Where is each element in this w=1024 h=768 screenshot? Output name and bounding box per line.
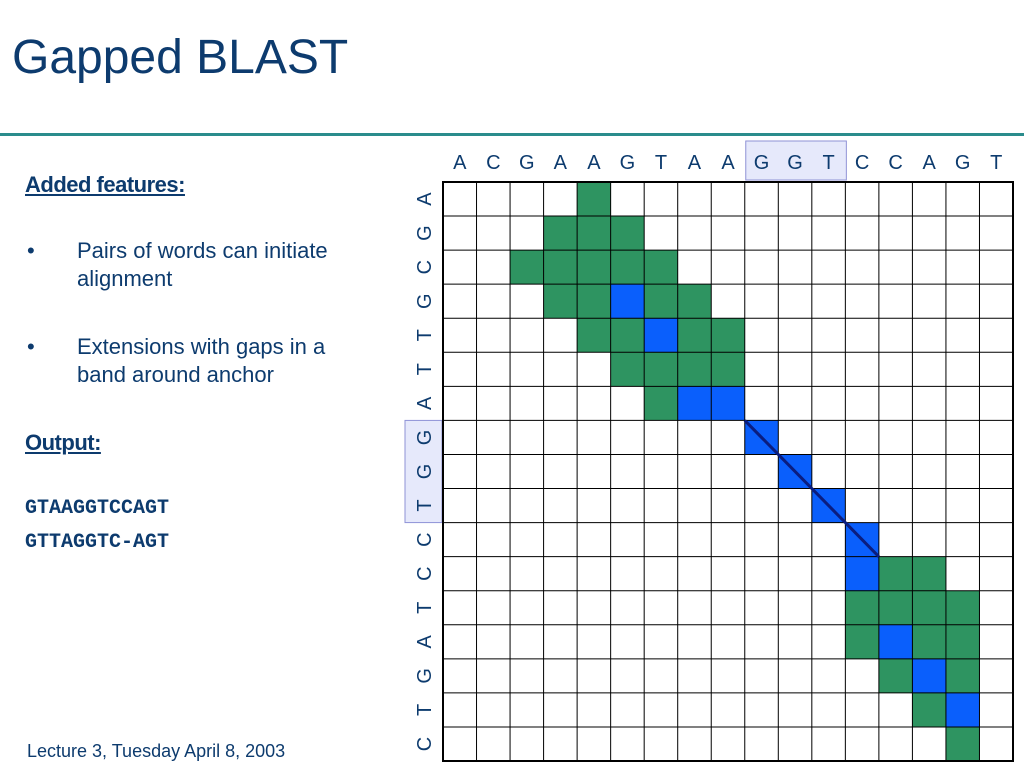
extension-cell <box>711 318 745 353</box>
extension-cell <box>543 216 578 251</box>
slide-title: Gapped BLAST <box>12 31 349 84</box>
extension-cell <box>912 692 946 727</box>
left-sequence-letter: C <box>414 566 436 580</box>
extension-cell <box>644 284 678 319</box>
top-sequence-letter: A <box>923 152 937 174</box>
extension-cell <box>644 386 678 421</box>
left-sequence-letter: C <box>414 260 436 274</box>
left-word-highlight <box>404 419 443 524</box>
extension-cell <box>912 590 946 625</box>
top-sequence-letter: A <box>688 152 702 174</box>
left-sequence-letter: C <box>414 532 436 546</box>
top-sequence-letter: G <box>620 152 636 174</box>
extension-cell <box>945 624 980 659</box>
alignment-line-query: GTAAGGTCCAGT <box>25 497 170 520</box>
extension-cell <box>677 318 712 353</box>
features-heading: Added features: <box>25 172 185 197</box>
extension-cell <box>845 624 879 659</box>
bullet-marker: • <box>27 334 35 359</box>
extension-cell <box>610 318 645 353</box>
bullet-item: Pairs of words can initiate alignment <box>77 238 328 291</box>
extension-cell <box>878 556 913 591</box>
match-cell <box>845 556 879 591</box>
output-heading: Output: <box>25 430 101 455</box>
match-cell <box>878 624 913 659</box>
extension-cell <box>912 624 946 659</box>
extension-cell <box>945 590 980 625</box>
extension-cell <box>543 284 578 319</box>
top-sequence-letter: G <box>955 152 971 174</box>
left-sequence-letter: C <box>414 737 436 751</box>
left-sequence-letter: T <box>414 704 436 716</box>
match-cell <box>644 318 678 353</box>
left-sequence-letter: T <box>414 329 436 341</box>
top-word-highlight <box>745 140 847 181</box>
left-sequence-letter: T <box>414 363 436 375</box>
extension-cell <box>878 590 913 625</box>
match-cell <box>711 386 745 421</box>
left-sequence-letter: G <box>414 464 436 480</box>
anchor-diagonal <box>743 419 880 558</box>
top-sequence-letter: T <box>655 152 667 174</box>
top-sequence-letter: C <box>486 152 500 174</box>
extension-cell <box>543 250 578 285</box>
left-sequence-letter: A <box>414 396 436 410</box>
top-sequence-letter: C <box>888 152 902 174</box>
extension-cell <box>945 726 980 761</box>
extension-cell <box>577 284 611 319</box>
left-sequence-letter: A <box>414 192 436 206</box>
top-sequence-letter: A <box>587 152 601 174</box>
extension-cell <box>577 182 611 217</box>
extension-cell <box>845 590 879 625</box>
top-sequence-letter: T <box>990 152 1002 174</box>
left-sequence-letter: G <box>414 668 436 684</box>
match-cell <box>610 284 645 319</box>
left-sequence-letter: T <box>414 602 436 614</box>
top-sequence-letter: G <box>754 152 770 174</box>
match-cell <box>945 692 980 727</box>
extension-cell <box>577 216 611 251</box>
extension-cell <box>577 250 611 285</box>
top-sequence-letter: A <box>453 152 467 174</box>
grid-border <box>442 181 1014 762</box>
extension-cell <box>912 556 946 591</box>
extension-cell <box>610 250 645 285</box>
extension-cell <box>644 250 678 285</box>
bullet-marker: • <box>27 238 35 263</box>
top-sequence-letter: T <box>822 152 834 174</box>
top-sequence-letter: C <box>855 152 869 174</box>
top-sequence-letter: A <box>554 152 568 174</box>
extension-cell <box>610 352 645 387</box>
title-divider <box>0 133 1024 136</box>
extension-cell <box>677 352 712 387</box>
left-sequence-letter: G <box>414 225 436 241</box>
top-sequence-letter: G <box>519 152 535 174</box>
extension-cell <box>610 216 645 251</box>
extension-cell <box>945 658 980 693</box>
left-sequence-letter: G <box>414 430 436 446</box>
slide-footer: Lecture 3, Tuesday April 8, 2003 <box>27 741 286 761</box>
left-sequence-letter: T <box>414 499 436 511</box>
extension-cell <box>711 352 745 387</box>
extension-cell <box>577 318 611 353</box>
bullet-item: Extensions with gaps in a band around an… <box>77 334 326 387</box>
extension-cell <box>878 658 913 693</box>
match-cell <box>677 386 712 421</box>
extension-cell <box>644 352 678 387</box>
left-sequence-letter: G <box>414 293 436 309</box>
top-sequence-letter: G <box>787 152 803 174</box>
top-sequence-letter: A <box>721 152 735 174</box>
extension-cell <box>510 250 544 285</box>
match-cell <box>912 658 946 693</box>
left-sequence-letter: A <box>414 634 436 648</box>
alignment-line-subject: GTTAGGTC-AGT <box>25 531 170 554</box>
extension-cell <box>677 284 712 319</box>
